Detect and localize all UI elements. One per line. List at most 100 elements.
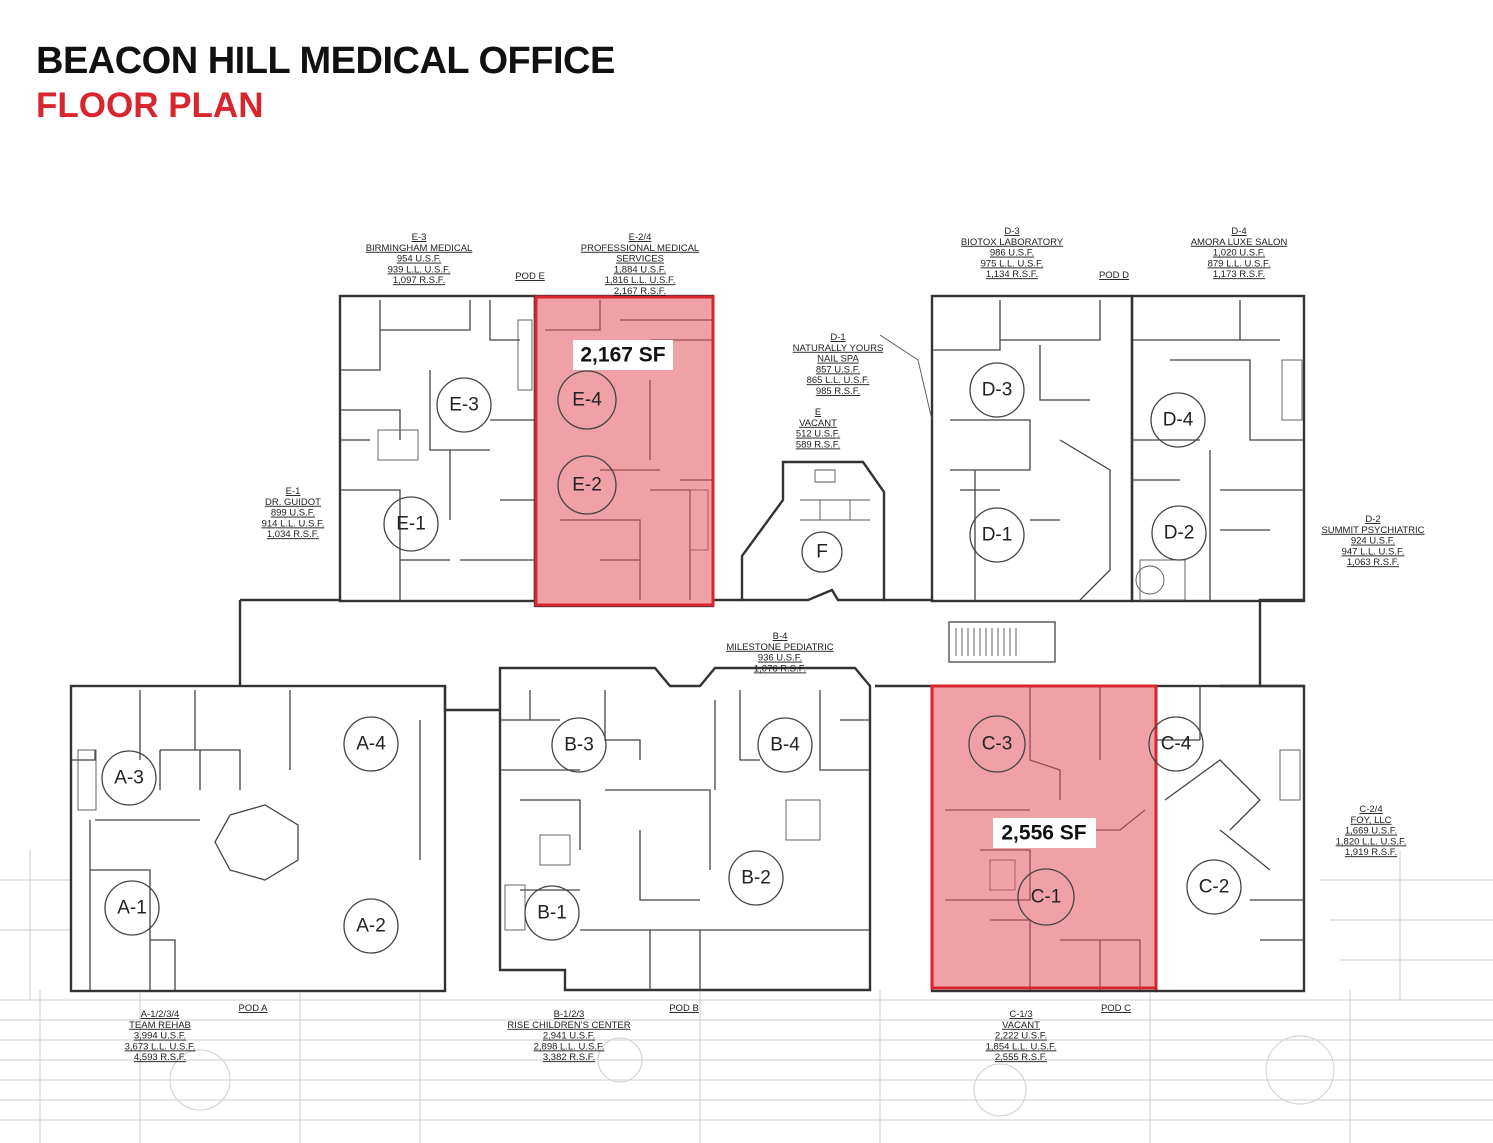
sf-badge-c13: 2,556 SF	[993, 818, 1096, 848]
svg-text:D-2: D-2	[1164, 523, 1195, 544]
unit-e4: E-4	[557, 370, 617, 430]
tenant-label-line: E-3	[412, 232, 427, 243]
pod-a-label: POD A	[238, 1003, 268, 1014]
tenant-label-line: SUMMIT PSYCHIATRIC	[1321, 525, 1424, 536]
tenant-label-line: NATURALLY YOURS	[793, 343, 884, 354]
tenant-label-line: VACANT	[1002, 1020, 1040, 1031]
tenant-label-line: BIRMINGHAM MEDICAL	[366, 243, 473, 254]
unit-d2: D-2	[1151, 505, 1207, 561]
svg-text:E-4: E-4	[572, 390, 602, 411]
tenant-label-line: 3,382 R.S.F.	[543, 1052, 595, 1063]
svg-text:D-1: D-1	[982, 525, 1013, 546]
tenant-label-line: 954 U.S.F.	[397, 254, 441, 265]
page-subtitle: FLOOR PLAN	[36, 86, 264, 125]
tenant-label-line: 1,854 L.L. U.S.F.	[986, 1041, 1057, 1052]
pod-b-label: POD B	[669, 1003, 699, 1014]
tenant-label-line: 2,222 U.S.F.	[995, 1031, 1047, 1042]
tenant-label-line: D-2	[1365, 514, 1380, 525]
tenant-label-line: VACANT	[799, 418, 837, 429]
unit-d1: D-1	[969, 507, 1025, 563]
tenant-label-line: 914 L.L. U.S.F.	[262, 518, 325, 529]
svg-text:D-3: D-3	[982, 380, 1013, 401]
tenant-label-line: 1,884 U.S.F.	[614, 264, 666, 275]
tenant-label-line: D-4	[1231, 226, 1246, 237]
tenant-label-line: 1,919 R.S.F.	[1345, 847, 1397, 858]
unit-b2: B-2	[728, 850, 784, 906]
tenant-label-line: 2,167 R.S.F.	[614, 286, 666, 297]
tenant-label-line: B-1/2/3	[554, 1009, 585, 1020]
tenant-label-line: A-1/2/3/4	[141, 1009, 180, 1020]
tenant-label-line: BIOTOX LABORATORY	[961, 237, 1064, 248]
svg-text:E-3: E-3	[449, 395, 479, 416]
tenant-label-line: 865 L.L. U.S.F.	[807, 375, 870, 386]
tenant-label-line: 2,941 U.S.F.	[543, 1031, 595, 1042]
tenant-label-line: 3,994 U.S.F.	[134, 1031, 186, 1042]
unit-d4: D-4	[1150, 392, 1206, 448]
svg-text:C-3: C-3	[982, 734, 1013, 755]
unit-c4: C-4	[1148, 716, 1204, 772]
unit-c1: C-1	[1017, 868, 1075, 926]
unit-b4: B-4	[757, 717, 813, 773]
svg-text:A-3: A-3	[114, 768, 144, 789]
unit-f: F	[801, 531, 843, 573]
svg-text:E-2: E-2	[572, 475, 602, 496]
tenant-label-line: D-3	[1004, 226, 1019, 237]
tenant-label-line: 857 U.S.F.	[816, 364, 860, 375]
svg-text:A-1: A-1	[117, 898, 147, 919]
unit-c3: C-3	[968, 715, 1026, 773]
tenant-label-line: 2,898 L.L. U.S.F.	[534, 1041, 605, 1052]
tenant-label-line: 1,020 U.S.F.	[1213, 248, 1265, 259]
svg-text:A-2: A-2	[356, 916, 386, 937]
tenant-label-line: 936 U.S.F.	[758, 653, 802, 664]
pod-d-label: POD D	[1099, 270, 1129, 281]
unit-e2: E-2	[557, 455, 617, 515]
tenant-label-line: E-2/4	[629, 232, 652, 243]
tenant-label-line: 1,816 L.L. U.S.F.	[605, 275, 676, 286]
tenant-label-line: 986 U.S.F.	[990, 248, 1034, 259]
svg-text:B-1: B-1	[537, 903, 567, 924]
svg-text:B-3: B-3	[564, 735, 594, 756]
tenant-label-line: E-1	[286, 486, 301, 497]
svg-text:C-4: C-4	[1161, 734, 1192, 755]
tenant-label-line: E	[815, 407, 821, 418]
svg-text:F: F	[816, 542, 828, 563]
pod-c-label: POD C	[1101, 1003, 1131, 1014]
svg-text:C-1: C-1	[1031, 887, 1062, 908]
sf-badge-e24: 2,167 SF	[573, 340, 673, 370]
tenant-label-line: C-1/3	[1009, 1009, 1032, 1020]
unit-d3: D-3	[969, 362, 1025, 418]
tenant-label-line: 1,820 L.L. U.S.F.	[1336, 836, 1407, 847]
tenant-label-line: 939 L.L. U.S.F.	[388, 264, 451, 275]
tenant-label-line: TEAM REHAB	[129, 1020, 191, 1031]
pod-e-label: POD E	[515, 271, 545, 282]
leader-line-d1	[879, 334, 933, 421]
tenant-label-line: C-2/4	[1359, 804, 1382, 815]
tenant-label-line: 924 U.S.F.	[1351, 536, 1395, 547]
tenant-label-line: 985 R.S.F.	[816, 386, 860, 397]
tenant-label-line: 3,673 L.L. U.S.F.	[125, 1041, 196, 1052]
tenant-label-line: DR. GUIDOT	[265, 497, 321, 508]
unit-b3: B-3	[551, 717, 607, 773]
tenant-label-line: RISE CHILDREN'S CENTER	[507, 1020, 630, 1031]
tenant-label-line: 1,097 R.S.F.	[393, 275, 445, 286]
tenant-label-line: 1,063 R.S.F.	[1347, 557, 1399, 568]
unit-e3: E-3	[436, 377, 492, 433]
tenant-label-line: PROFESSIONAL MEDICAL	[581, 243, 699, 254]
tenant-label-line: AMORA LUXE SALON	[1191, 237, 1288, 248]
tenant-label-line: SERVICES	[616, 254, 664, 265]
tenant-label-line: 1,076 R.S.F.	[754, 663, 806, 674]
tenant-label-line: NAIL SPA	[817, 354, 859, 365]
tenant-label-line: 975 L.L. U.S.F.	[981, 258, 1044, 269]
svg-text:D-4: D-4	[1163, 410, 1194, 431]
page-title: BEACON HILL MEDICAL OFFICE	[36, 40, 615, 82]
